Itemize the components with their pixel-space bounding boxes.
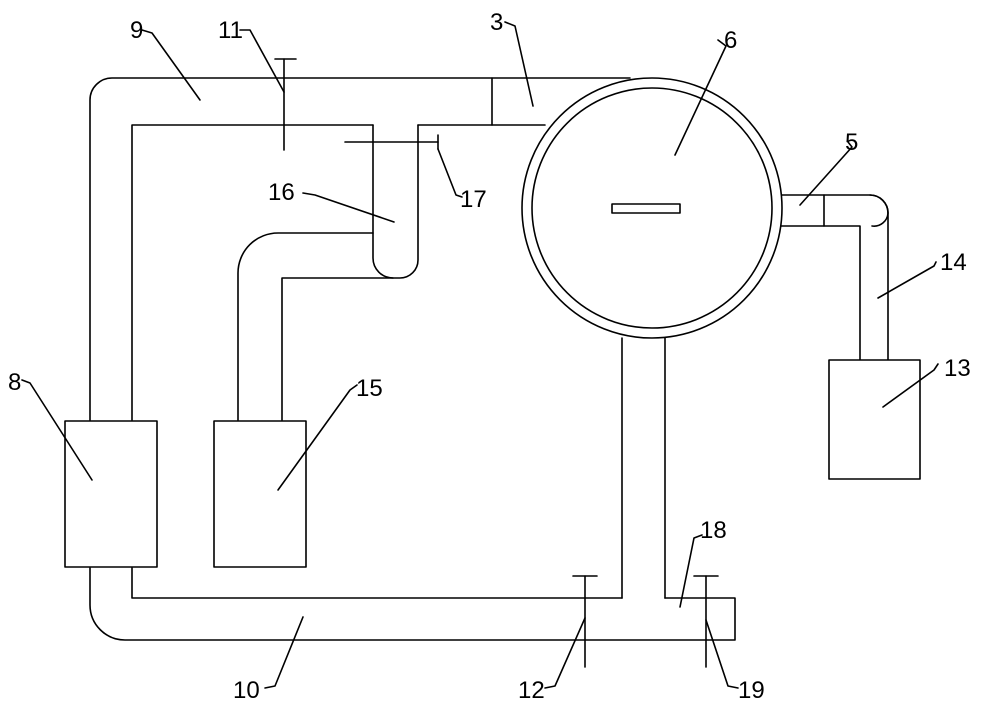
leader-8 bbox=[21, 379, 93, 481]
drum-slot bbox=[611, 203, 681, 214]
label-14: 14 bbox=[940, 249, 967, 276]
label-13: 13 bbox=[944, 355, 971, 382]
leader-3 bbox=[504, 21, 534, 107]
label-19: 19 bbox=[738, 677, 765, 704]
label-9: 9 bbox=[130, 17, 143, 44]
box-13 bbox=[828, 359, 921, 480]
leader-14 bbox=[877, 261, 937, 299]
box-8 bbox=[64, 420, 158, 568]
leader-9 bbox=[141, 29, 201, 101]
leader-13 bbox=[882, 363, 939, 408]
leader-17 bbox=[437, 148, 463, 198]
bottom-pipe bbox=[89, 567, 736, 641]
label-18: 18 bbox=[700, 517, 727, 544]
leader-15 bbox=[277, 384, 358, 491]
valve-17 bbox=[344, 134, 439, 150]
label-17: 17 bbox=[460, 186, 487, 213]
leader-11 bbox=[239, 29, 285, 93]
label-8: 8 bbox=[8, 369, 21, 396]
branch-pipe bbox=[237, 124, 419, 421]
box-15 bbox=[213, 420, 307, 568]
valve-12 bbox=[572, 575, 598, 668]
drum-outlet-pipe bbox=[621, 337, 666, 599]
label-16: 16 bbox=[268, 179, 295, 206]
label-12: 12 bbox=[518, 677, 545, 704]
leader-16 bbox=[302, 192, 395, 223]
number-labels: 9 11 3 6 5 14 13 16 17 8 15 10 12 18 19 bbox=[8, 9, 971, 704]
leader-10 bbox=[264, 616, 304, 689]
leader-lines bbox=[21, 21, 939, 689]
leader-18 bbox=[679, 534, 703, 608]
leader-19 bbox=[705, 619, 739, 689]
label-10: 10 bbox=[233, 677, 260, 704]
drum bbox=[521, 77, 783, 339]
label-15: 15 bbox=[356, 375, 383, 402]
right-pipe bbox=[774, 194, 889, 361]
valve-11 bbox=[274, 58, 297, 151]
label-3: 3 bbox=[490, 9, 503, 36]
leader-12 bbox=[544, 617, 586, 689]
label-5: 5 bbox=[845, 129, 858, 156]
label-6: 6 bbox=[724, 27, 737, 54]
leader-6 bbox=[674, 39, 727, 156]
leader-5 bbox=[799, 141, 853, 206]
label-11: 11 bbox=[218, 17, 243, 44]
top-pipe bbox=[89, 77, 631, 421]
